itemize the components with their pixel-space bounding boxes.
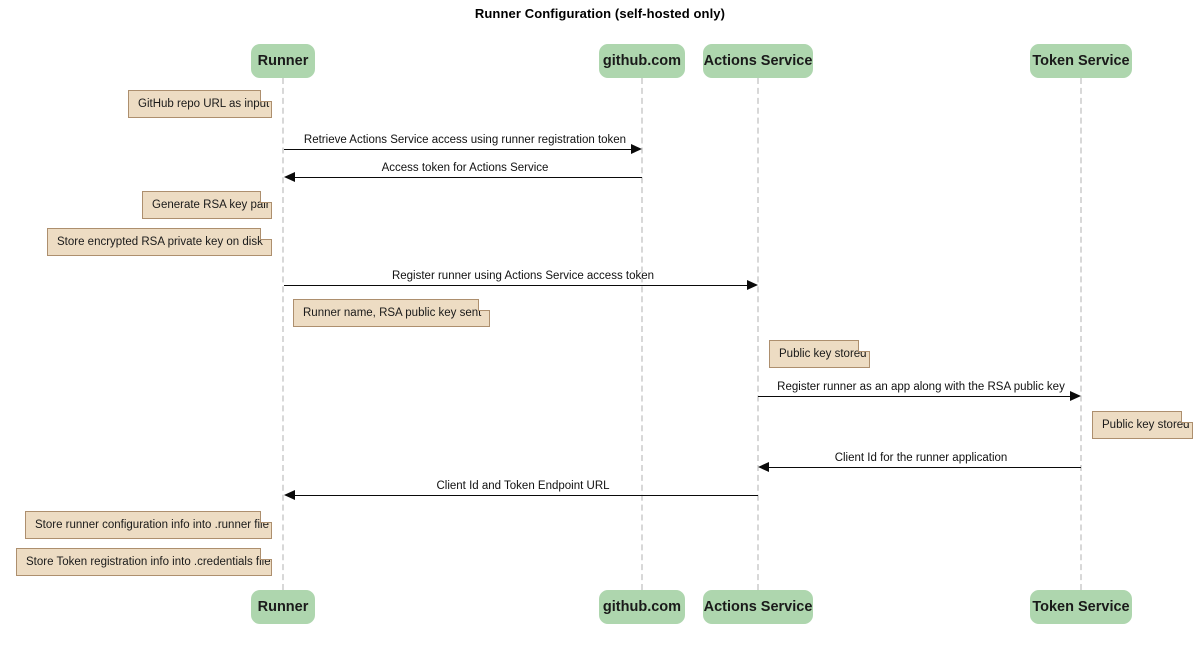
message-arrowhead-client-id-endpoint	[284, 489, 295, 500]
participant-github-top[interactable]: github.com	[599, 44, 685, 78]
diagram-title: Runner Configuration (self-hosted only)	[474, 6, 726, 21]
note-public-key-stored-token: Public key stored	[1092, 411, 1193, 439]
participant-label: Token Service	[1032, 53, 1130, 69]
participant-github-bottom[interactable]: github.com	[599, 590, 685, 624]
message-line-register-runner	[284, 285, 747, 286]
participant-label: Runner	[257, 53, 309, 69]
note-runner-name-public-key: Runner name, RSA public key sent	[293, 299, 490, 327]
note-text: Public key stored	[1102, 419, 1190, 431]
note-text: Public key stored	[779, 348, 867, 360]
note-store-encrypted-private-key: Store encrypted RSA private key on disk	[47, 228, 272, 256]
message-line-retrieve-actions-access	[284, 149, 631, 150]
message-label-access-token: Access token for Actions Service	[381, 162, 549, 174]
lifeline-github	[641, 78, 643, 590]
message-line-client-id-app	[769, 467, 1081, 468]
lifeline-actions-service	[757, 78, 759, 590]
note-text: GitHub repo URL as input	[138, 98, 270, 110]
message-line-register-app	[758, 396, 1070, 397]
message-label-register-app: Register runner as an app along with the…	[777, 381, 1065, 393]
message-label-client-id-endpoint: Client Id and Token Endpoint URL	[436, 480, 610, 492]
lifeline-runner	[282, 78, 284, 590]
message-arrowhead-retrieve-actions-access	[631, 143, 642, 154]
participant-token-service-top[interactable]: Token Service	[1030, 44, 1132, 78]
participant-runner-bottom[interactable]: Runner	[251, 590, 315, 624]
message-label-register-runner: Register runner using Actions Service ac…	[391, 270, 655, 282]
message-line-access-token	[295, 177, 642, 178]
participant-label: Actions Service	[703, 53, 813, 69]
participant-label: Actions Service	[703, 599, 813, 615]
message-arrowhead-access-token	[284, 171, 295, 182]
note-text: Store Token registration info into .cred…	[26, 556, 271, 568]
lifeline-token-service	[1080, 78, 1082, 590]
note-store-token-registration: Store Token registration info into .cred…	[16, 548, 272, 576]
message-label-client-id-app: Client Id for the runner application	[834, 452, 1008, 464]
note-text: Runner name, RSA public key sent	[303, 307, 482, 319]
participant-actions-service-top[interactable]: Actions Service	[703, 44, 813, 78]
participant-actions-service-bottom[interactable]: Actions Service	[703, 590, 813, 624]
note-public-key-stored-actions: Public key stored	[769, 340, 870, 368]
note-store-runner-config: Store runner configuration info into .ru…	[25, 511, 272, 539]
participant-label: github.com	[602, 53, 682, 69]
participant-runner-top[interactable]: Runner	[251, 44, 315, 78]
message-arrowhead-register-app	[1070, 390, 1081, 401]
message-arrowhead-client-id-app	[758, 461, 769, 472]
message-line-client-id-endpoint	[295, 495, 758, 496]
participant-label: Runner	[257, 599, 309, 615]
participant-label: github.com	[602, 599, 682, 615]
note-generate-rsa-key-pair: Generate RSA key pair	[142, 191, 272, 219]
participant-label: Token Service	[1032, 599, 1130, 615]
note-text: Store encrypted RSA private key on disk	[57, 236, 263, 248]
message-label-retrieve-actions-access: Retrieve Actions Service access using ru…	[303, 134, 627, 146]
note-text: Generate RSA key pair	[152, 199, 270, 211]
participant-token-service-bottom[interactable]: Token Service	[1030, 590, 1132, 624]
note-github-repo-url: GitHub repo URL as input	[128, 90, 272, 118]
message-arrowhead-register-runner	[747, 279, 758, 290]
note-text: Store runner configuration info into .ru…	[35, 519, 269, 531]
